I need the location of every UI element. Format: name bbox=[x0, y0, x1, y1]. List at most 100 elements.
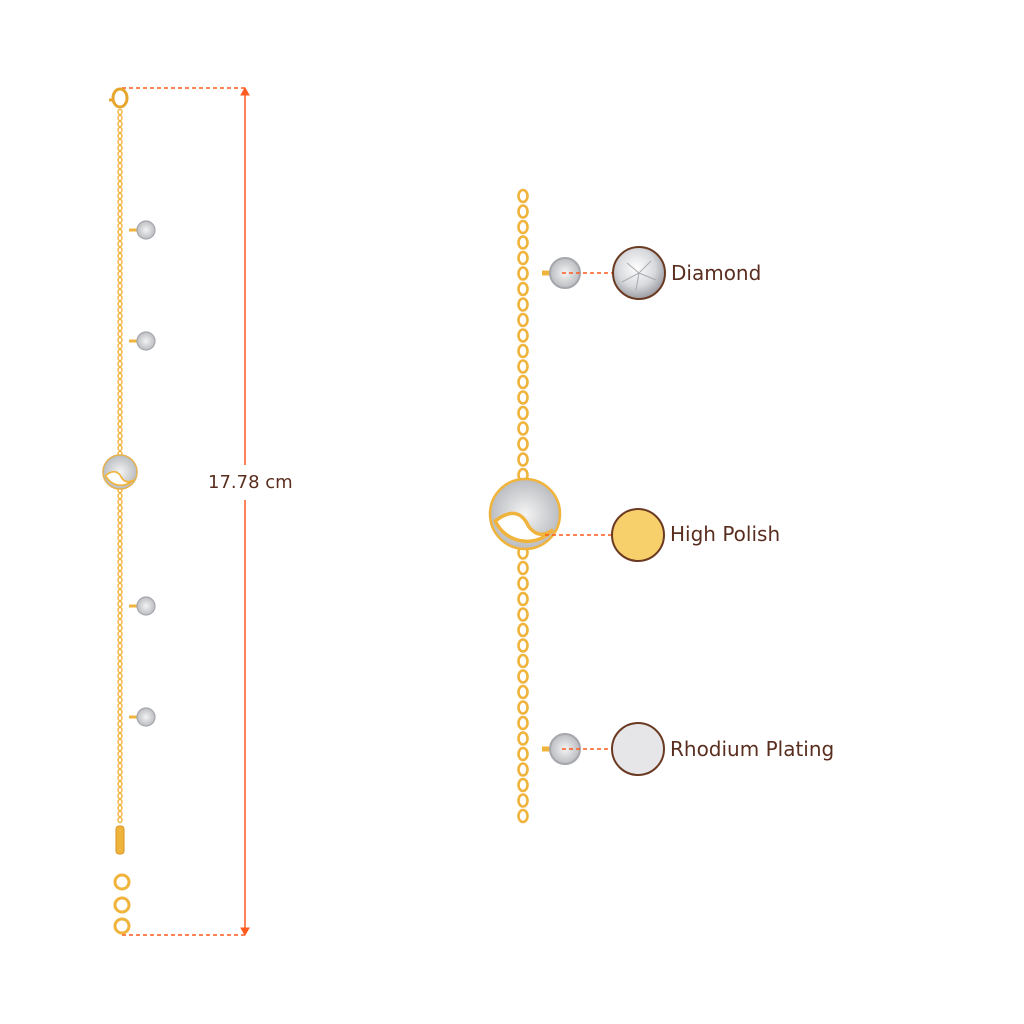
swirl-gold-rim bbox=[488, 477, 562, 551]
chain-link bbox=[117, 612, 123, 620]
chain-link bbox=[117, 444, 123, 452]
chain-link bbox=[117, 816, 123, 824]
chain-link bbox=[517, 591, 529, 607]
chain-link bbox=[117, 186, 123, 194]
chain-link bbox=[117, 702, 123, 710]
material-label-rhodium-plating: Rhodium Plating bbox=[670, 737, 835, 761]
chain-link bbox=[517, 669, 529, 684]
length-dimension bbox=[122, 86, 250, 937]
chain-link bbox=[117, 156, 123, 164]
chain-link bbox=[117, 534, 123, 542]
chain-link bbox=[117, 714, 123, 722]
chain-link bbox=[517, 436, 529, 452]
chain-link bbox=[117, 678, 123, 686]
pave-diamond-disc bbox=[136, 707, 156, 727]
chain-link bbox=[517, 297, 529, 312]
chain-link bbox=[117, 420, 123, 428]
chain-link bbox=[117, 264, 123, 272]
chain-link bbox=[117, 390, 123, 398]
chain-link bbox=[117, 684, 123, 692]
chain-link bbox=[517, 188, 529, 204]
chain-link bbox=[117, 750, 123, 758]
chain-link bbox=[517, 421, 529, 436]
chain-link bbox=[117, 246, 123, 254]
swirl-gold-opening bbox=[104, 470, 135, 487]
extender-chain bbox=[113, 825, 131, 935]
chain-link bbox=[117, 180, 123, 188]
left-swirl-charm bbox=[102, 454, 138, 490]
right-swirl-charm bbox=[488, 477, 562, 551]
chain-link bbox=[117, 630, 123, 638]
chain-link bbox=[117, 366, 123, 374]
chain-link bbox=[517, 312, 529, 328]
chain-link bbox=[517, 235, 529, 250]
chain-link bbox=[117, 306, 123, 314]
chain-link bbox=[517, 653, 529, 669]
chain-link bbox=[117, 582, 123, 590]
arrow-up-icon bbox=[240, 86, 250, 96]
chain-link bbox=[117, 540, 123, 548]
chain-link bbox=[117, 558, 123, 566]
chain-link bbox=[117, 132, 123, 140]
chain-link bbox=[117, 288, 123, 296]
chain-link bbox=[117, 768, 123, 776]
chain-link bbox=[117, 294, 123, 302]
chain-link bbox=[117, 552, 123, 560]
chain-link bbox=[117, 138, 123, 146]
chain-link bbox=[117, 516, 123, 524]
chain-link bbox=[117, 210, 123, 218]
chain-link bbox=[117, 120, 123, 128]
chain-link bbox=[117, 378, 123, 386]
chain-link bbox=[117, 570, 123, 578]
chain-link bbox=[117, 336, 123, 344]
chain-link bbox=[117, 720, 123, 728]
chain-link bbox=[117, 738, 123, 746]
chain-link bbox=[117, 372, 123, 380]
chain-link bbox=[517, 204, 529, 219]
pave-diamond-disc bbox=[136, 331, 156, 351]
chain-link bbox=[117, 216, 123, 224]
chain-link bbox=[117, 666, 123, 674]
right-drop-charm-bottom bbox=[542, 733, 581, 765]
chain-link bbox=[117, 810, 123, 818]
chain-link bbox=[117, 528, 123, 536]
right-drop-charm-top bbox=[542, 257, 581, 289]
chain-link bbox=[117, 300, 123, 308]
chain-link bbox=[517, 281, 529, 297]
chain-link bbox=[117, 588, 123, 596]
chain-link bbox=[117, 510, 123, 518]
chain-link bbox=[517, 374, 529, 390]
chain-link bbox=[117, 576, 123, 584]
chain-link bbox=[517, 250, 529, 266]
left-drop-charm bbox=[129, 220, 156, 240]
chain-link bbox=[517, 452, 529, 467]
chain-link bbox=[117, 342, 123, 350]
chain-link bbox=[117, 408, 123, 416]
chain-link bbox=[517, 731, 529, 746]
chain-link bbox=[117, 654, 123, 662]
chain-link bbox=[117, 174, 123, 182]
chain-link bbox=[117, 360, 123, 368]
chain-link bbox=[517, 328, 529, 343]
chain-link bbox=[117, 282, 123, 290]
chain-link bbox=[117, 162, 123, 170]
chain-link bbox=[117, 150, 123, 158]
chain-link bbox=[117, 324, 123, 332]
chain-link bbox=[517, 266, 529, 281]
chain-link bbox=[117, 642, 123, 650]
chain-link bbox=[117, 708, 123, 716]
chain-link bbox=[117, 276, 123, 284]
chain-link bbox=[117, 696, 123, 704]
left-drop-charm bbox=[129, 707, 156, 727]
chain-link bbox=[117, 546, 123, 554]
chain-link bbox=[117, 384, 123, 392]
chain-link bbox=[117, 618, 123, 626]
chain-link bbox=[117, 498, 123, 506]
chain-link bbox=[117, 318, 123, 326]
left-drop-charm bbox=[129, 331, 156, 351]
chain-link bbox=[117, 798, 123, 806]
chain-link bbox=[517, 219, 529, 235]
left-drop-charm bbox=[129, 596, 156, 616]
chain-link bbox=[117, 348, 123, 356]
